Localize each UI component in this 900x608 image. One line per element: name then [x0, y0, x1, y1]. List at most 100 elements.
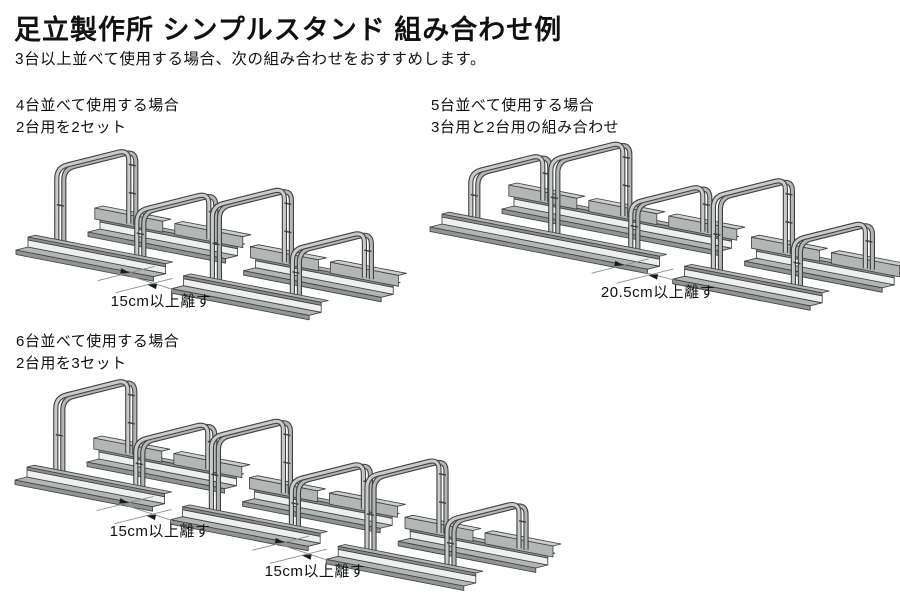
scene-1-heading-line1: 4台並べて使用する場合	[16, 97, 180, 114]
hoop-rung	[55, 433, 63, 437]
hoop-rung	[438, 472, 447, 476]
hoop-tube-back	[141, 425, 217, 489]
hoop-rung	[364, 249, 372, 253]
dimension-annotation: 20.5cm以上離す	[591, 258, 715, 301]
hoop-low	[790, 221, 875, 288]
front-rail-lip-top	[337, 544, 484, 574]
dimension-arrow	[648, 274, 659, 280]
hoop-tube-back	[61, 381, 137, 473]
hoop-tall	[54, 149, 139, 243]
hoop-tube-front	[289, 463, 365, 527]
extension-line	[114, 508, 172, 525]
dimension-arrow	[120, 268, 130, 274]
hoop-rung	[136, 232, 144, 236]
dimension-line	[103, 267, 174, 290]
hoop-rung	[622, 156, 630, 160]
hoop-tube-back	[216, 421, 292, 513]
hoop-tube-front	[290, 232, 366, 296]
hoop-rung	[291, 502, 299, 505]
hoop-tube-front	[54, 380, 130, 472]
stand-unit-2bay	[325, 458, 562, 591]
hoop-tube-front	[469, 155, 545, 219]
hoop-tube-front	[549, 142, 625, 235]
scene-3-heading-line1: 6台並べて使用する場合	[16, 333, 180, 350]
front-rail-lip-top	[27, 234, 174, 265]
stand-unit-2bay	[672, 178, 900, 311]
hoop-rung	[550, 196, 558, 200]
hoop-low	[289, 231, 374, 298]
scene-3-heading-line2: 2台用を3セット	[16, 355, 127, 372]
hoop-tube-front	[134, 423, 210, 488]
dimension-arrow	[274, 537, 285, 544]
hoop-rung	[283, 433, 291, 437]
page-title: 足立製作所 シンプルスタンド 組み合わせ例	[14, 15, 563, 45]
front-rail-lip-top	[441, 211, 668, 257]
stand-diagram-4-units: 15cm以上離す	[15, 149, 407, 321]
hoop-rung	[128, 163, 136, 167]
scene-2-heading: 5台並べて使用する場合 3台用と2台用の組み合わせ	[431, 95, 619, 139]
page-subtitle: 3台以上並べて使用する場合、次の組み合わせをおすすめします。	[15, 51, 486, 68]
hoop-rung	[702, 203, 710, 207]
hoop-tube-back	[476, 156, 552, 220]
gap-label: 15cm以上離す	[111, 292, 212, 310]
hoop-rung	[713, 233, 721, 236]
stand-unit-2bay	[14, 379, 251, 512]
dimension-arrow	[146, 514, 157, 521]
front-rail-lip-top	[183, 273, 329, 303]
stand-unit-2bay	[15, 149, 252, 282]
hoop-rung	[793, 261, 801, 265]
hoop-tube-back	[718, 180, 794, 273]
stand-unit-2bay	[171, 187, 407, 321]
scene-3-heading: 6台並べて使用する場合 2台用を3セット	[16, 331, 179, 375]
mount-plate-top	[508, 182, 586, 199]
dimension-annotation: 15cm以上離す	[97, 265, 212, 310]
hoop-rung	[785, 220, 793, 224]
gap-label: 15cm以上離す	[265, 562, 366, 580]
extension-line	[252, 535, 310, 551]
hoop-rung	[127, 393, 135, 397]
gap-label: 20.5cm以上離す	[601, 283, 715, 301]
hoop-rung	[56, 203, 64, 207]
front-rail-lip-top	[684, 263, 830, 294]
scene-2-heading-line2: 3台用と2台用の組み合わせ	[431, 119, 620, 136]
hoop-rung	[518, 520, 527, 523]
front-rail-lip-top	[26, 464, 173, 495]
gap-label: 15cm以上離す	[110, 522, 211, 540]
hoop-rung	[785, 192, 793, 196]
hoop-rung	[470, 193, 478, 197]
stand-unit-3bay	[429, 141, 746, 275]
mount-plate-top	[329, 259, 407, 276]
hoop-tall	[364, 458, 449, 553]
extension-line	[616, 268, 674, 284]
hoop-rung	[283, 461, 291, 465]
dimension-annotation: 15cm以上離す	[96, 495, 211, 540]
hoop-tube-back	[452, 504, 528, 568]
hoop-tube-front	[445, 503, 521, 567]
hoop-low	[288, 462, 373, 529]
hoop-low	[444, 501, 529, 568]
hoop-rung	[128, 191, 136, 195]
hoop-tube-front	[711, 179, 787, 271]
hoop-tube-back	[556, 144, 632, 236]
hoop-rung	[127, 421, 135, 425]
hoop-tube-front	[365, 459, 441, 551]
hoop-low	[134, 192, 219, 259]
hoop-rung	[438, 501, 447, 504]
hoop-rung	[622, 184, 630, 188]
hoop-rung	[630, 224, 638, 228]
hoop-tube-back	[297, 233, 373, 298]
hoop-tube-back	[217, 190, 293, 282]
hoop-rung	[865, 239, 873, 243]
dimension-arrow	[119, 498, 129, 504]
hoop-tube-front	[210, 188, 286, 281]
stand-diagram-5-units: 20.5cm以上離す	[429, 141, 900, 311]
hoop-tube-front	[135, 193, 211, 258]
dimension-annotation: 15cm以上離す	[252, 535, 366, 580]
extension-line	[115, 277, 173, 294]
extension-line	[96, 495, 154, 512]
hoop-rung	[292, 271, 300, 274]
dimension-arrow	[614, 260, 624, 267]
hoop-tube-back	[798, 224, 874, 288]
hoop-tall	[548, 141, 633, 236]
